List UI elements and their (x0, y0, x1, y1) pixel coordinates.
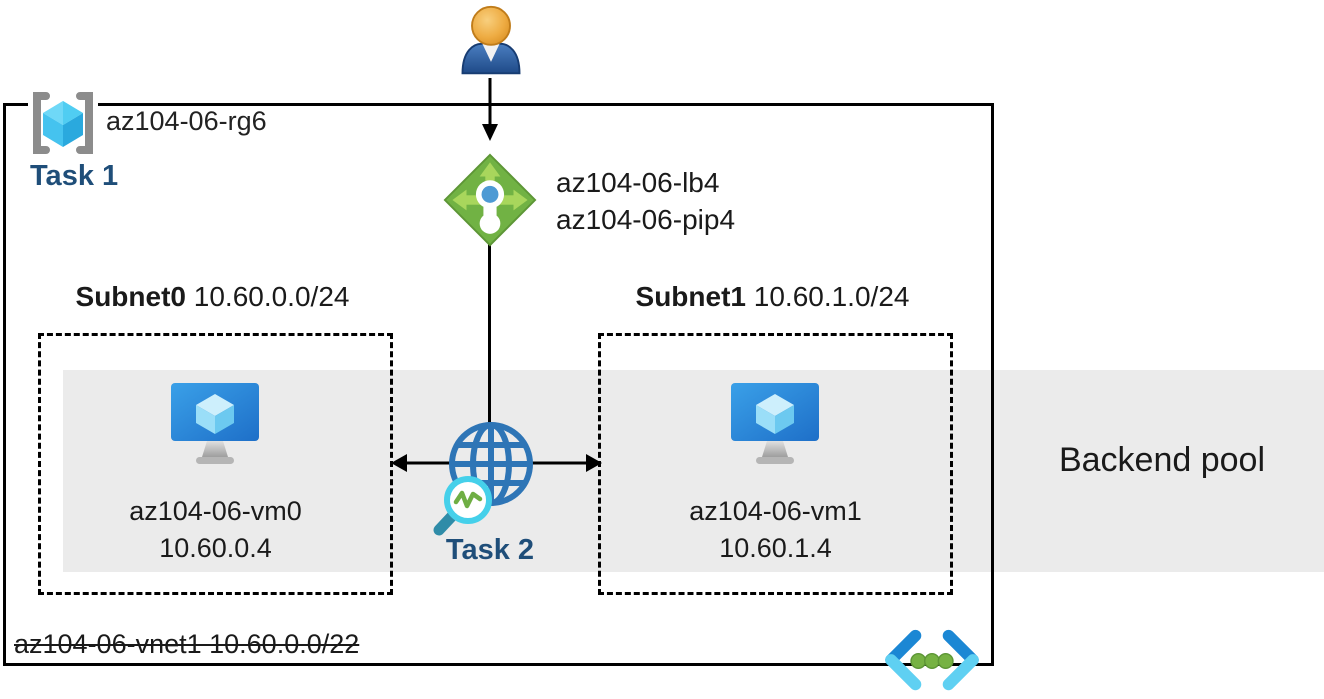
vm1-name: az104-06-vm1 (689, 496, 862, 526)
vm1-ip: 10.60.1.4 (719, 533, 832, 563)
vm0-ip: 10.60.0.4 (159, 533, 272, 563)
subnet1-name: Subnet1 (635, 281, 746, 312)
load-balancer-name: az104-06-lb4 (556, 167, 720, 198)
backend-pool-label: Backend pool (1058, 441, 1266, 479)
subnet1-cidr: 10.60.1.0/24 (753, 281, 910, 312)
resource-group-icon (28, 91, 98, 155)
subnet1-label: Subnet1 10.60.1.0/24 (595, 281, 950, 313)
public-ip-name: az104-06-pip4 (556, 204, 736, 235)
vnet-icon (878, 623, 986, 699)
load-balancer-labels: az104-06-lb4 az104-06-pip4 (556, 164, 735, 238)
backend-pool-band (63, 370, 1324, 572)
vm0-name: az104-06-vm0 (129, 496, 302, 526)
globe-probe-icon (428, 412, 554, 538)
vm0-icon (167, 381, 263, 467)
task2-label: Task 2 (445, 534, 535, 566)
user-to-lb-arrow (479, 78, 501, 142)
resource-group-box (3, 103, 994, 666)
lb-to-probe-line (488, 243, 491, 430)
vnet-label: az104-06-vnet1 10.60.0.0/22 (14, 629, 360, 659)
subnet0-label: Subnet0 10.60.0.0/24 (35, 281, 390, 313)
resource-group-name: az104-06-rg6 (106, 106, 267, 136)
vm1-icon (727, 381, 823, 467)
task1-label: Task 1 (30, 160, 119, 192)
load-balancer-icon (443, 153, 537, 247)
subnet0-box (38, 333, 393, 595)
subnet0-name: Subnet0 (75, 281, 186, 312)
subnet0-cidr: 10.60.0.0/24 (193, 281, 350, 312)
user-icon (453, 4, 529, 78)
